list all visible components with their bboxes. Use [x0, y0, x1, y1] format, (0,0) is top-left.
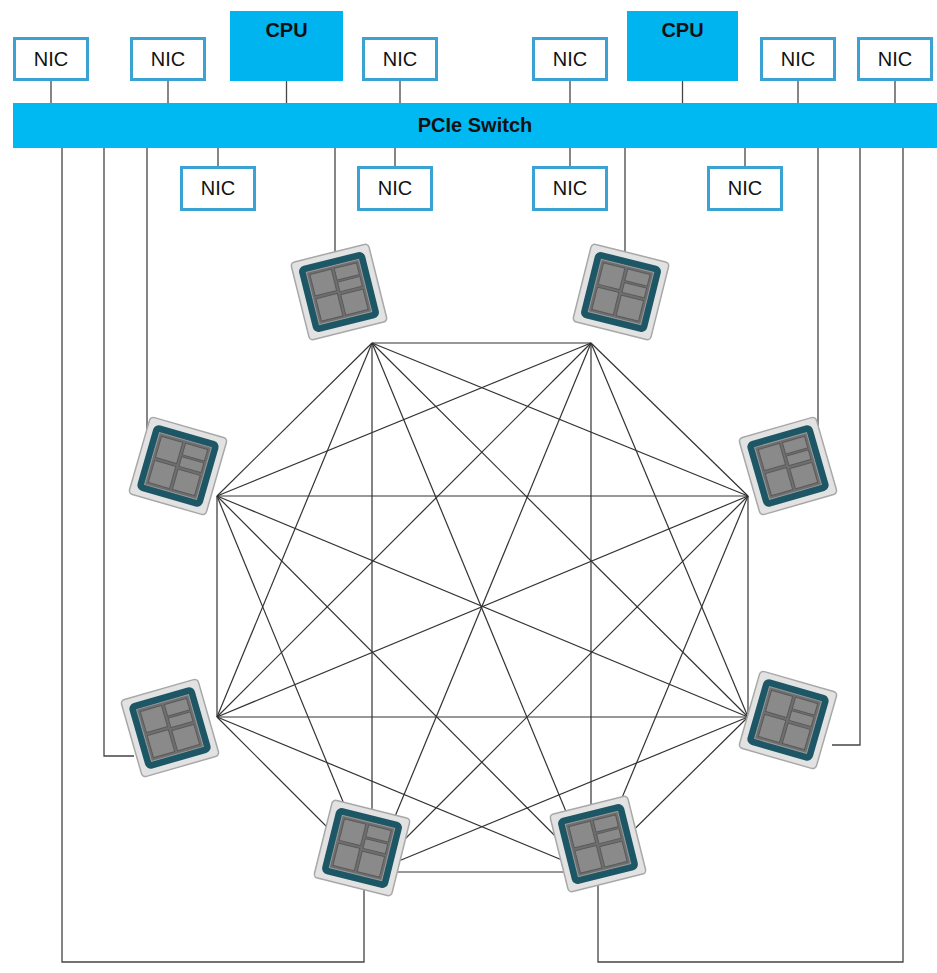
nic-box: NIC [760, 37, 836, 81]
pcie-link [797, 81, 798, 103]
node-label: NIC [553, 177, 587, 200]
gpu-link [217, 717, 591, 872]
nic-box: NIC [13, 37, 89, 81]
node-label: CPU [661, 19, 703, 42]
node-label: CPU [265, 19, 307, 42]
nic-box: NIC [707, 166, 783, 211]
gpu-link [217, 496, 591, 872]
pcie-link [286, 81, 287, 103]
node-label: NIC [878, 48, 912, 71]
pcie-link [50, 81, 51, 103]
nic-box: NIC [857, 37, 933, 81]
node-label: NIC [383, 48, 417, 71]
cpu-box: CPU [627, 11, 738, 81]
gpu-link [372, 343, 748, 496]
pcie-link [167, 81, 168, 103]
nic-box: NIC [362, 37, 438, 81]
gpu-link [217, 343, 591, 496]
pcie-link [217, 148, 218, 166]
gpu-link [590, 343, 591, 872]
gpu-link [372, 871, 591, 872]
gpu-link [217, 496, 748, 717]
node-label: NIC [781, 48, 815, 71]
gpu-link [217, 495, 748, 496]
gpu-link [591, 343, 748, 496]
nic-box: NIC [357, 166, 433, 211]
gpu-link [217, 343, 591, 717]
pcie-link [744, 148, 745, 166]
gpu-link [372, 342, 591, 343]
gpu-link [217, 496, 748, 717]
pcie-link [399, 81, 400, 103]
pcie-link [894, 81, 895, 103]
pcie-link [569, 148, 570, 166]
cpu-box: CPU [230, 11, 343, 81]
gpu-link [217, 343, 372, 496]
node-label: NIC [728, 177, 762, 200]
nic-box: NIC [130, 37, 206, 81]
node-label: NIC [378, 177, 412, 200]
gpu-link [217, 716, 748, 717]
node-label: PCIe Switch [418, 114, 532, 137]
gpu-link [371, 343, 372, 872]
gpu-link [216, 496, 217, 717]
switch-band: PCIe Switch [13, 103, 937, 148]
pcie-link [394, 148, 395, 166]
nic-box: NIC [180, 166, 256, 211]
gpu-link [747, 496, 748, 717]
pcie-link [569, 81, 570, 103]
node-label: NIC [201, 177, 235, 200]
gpu-link [217, 343, 372, 717]
gpu-link [372, 343, 748, 717]
pcie-link [682, 81, 683, 103]
nic-box: NIC [532, 37, 608, 81]
node-label: NIC [34, 48, 68, 71]
nic-box: NIC [532, 166, 608, 211]
node-label: NIC [553, 48, 587, 71]
node-label: NIC [151, 48, 185, 71]
